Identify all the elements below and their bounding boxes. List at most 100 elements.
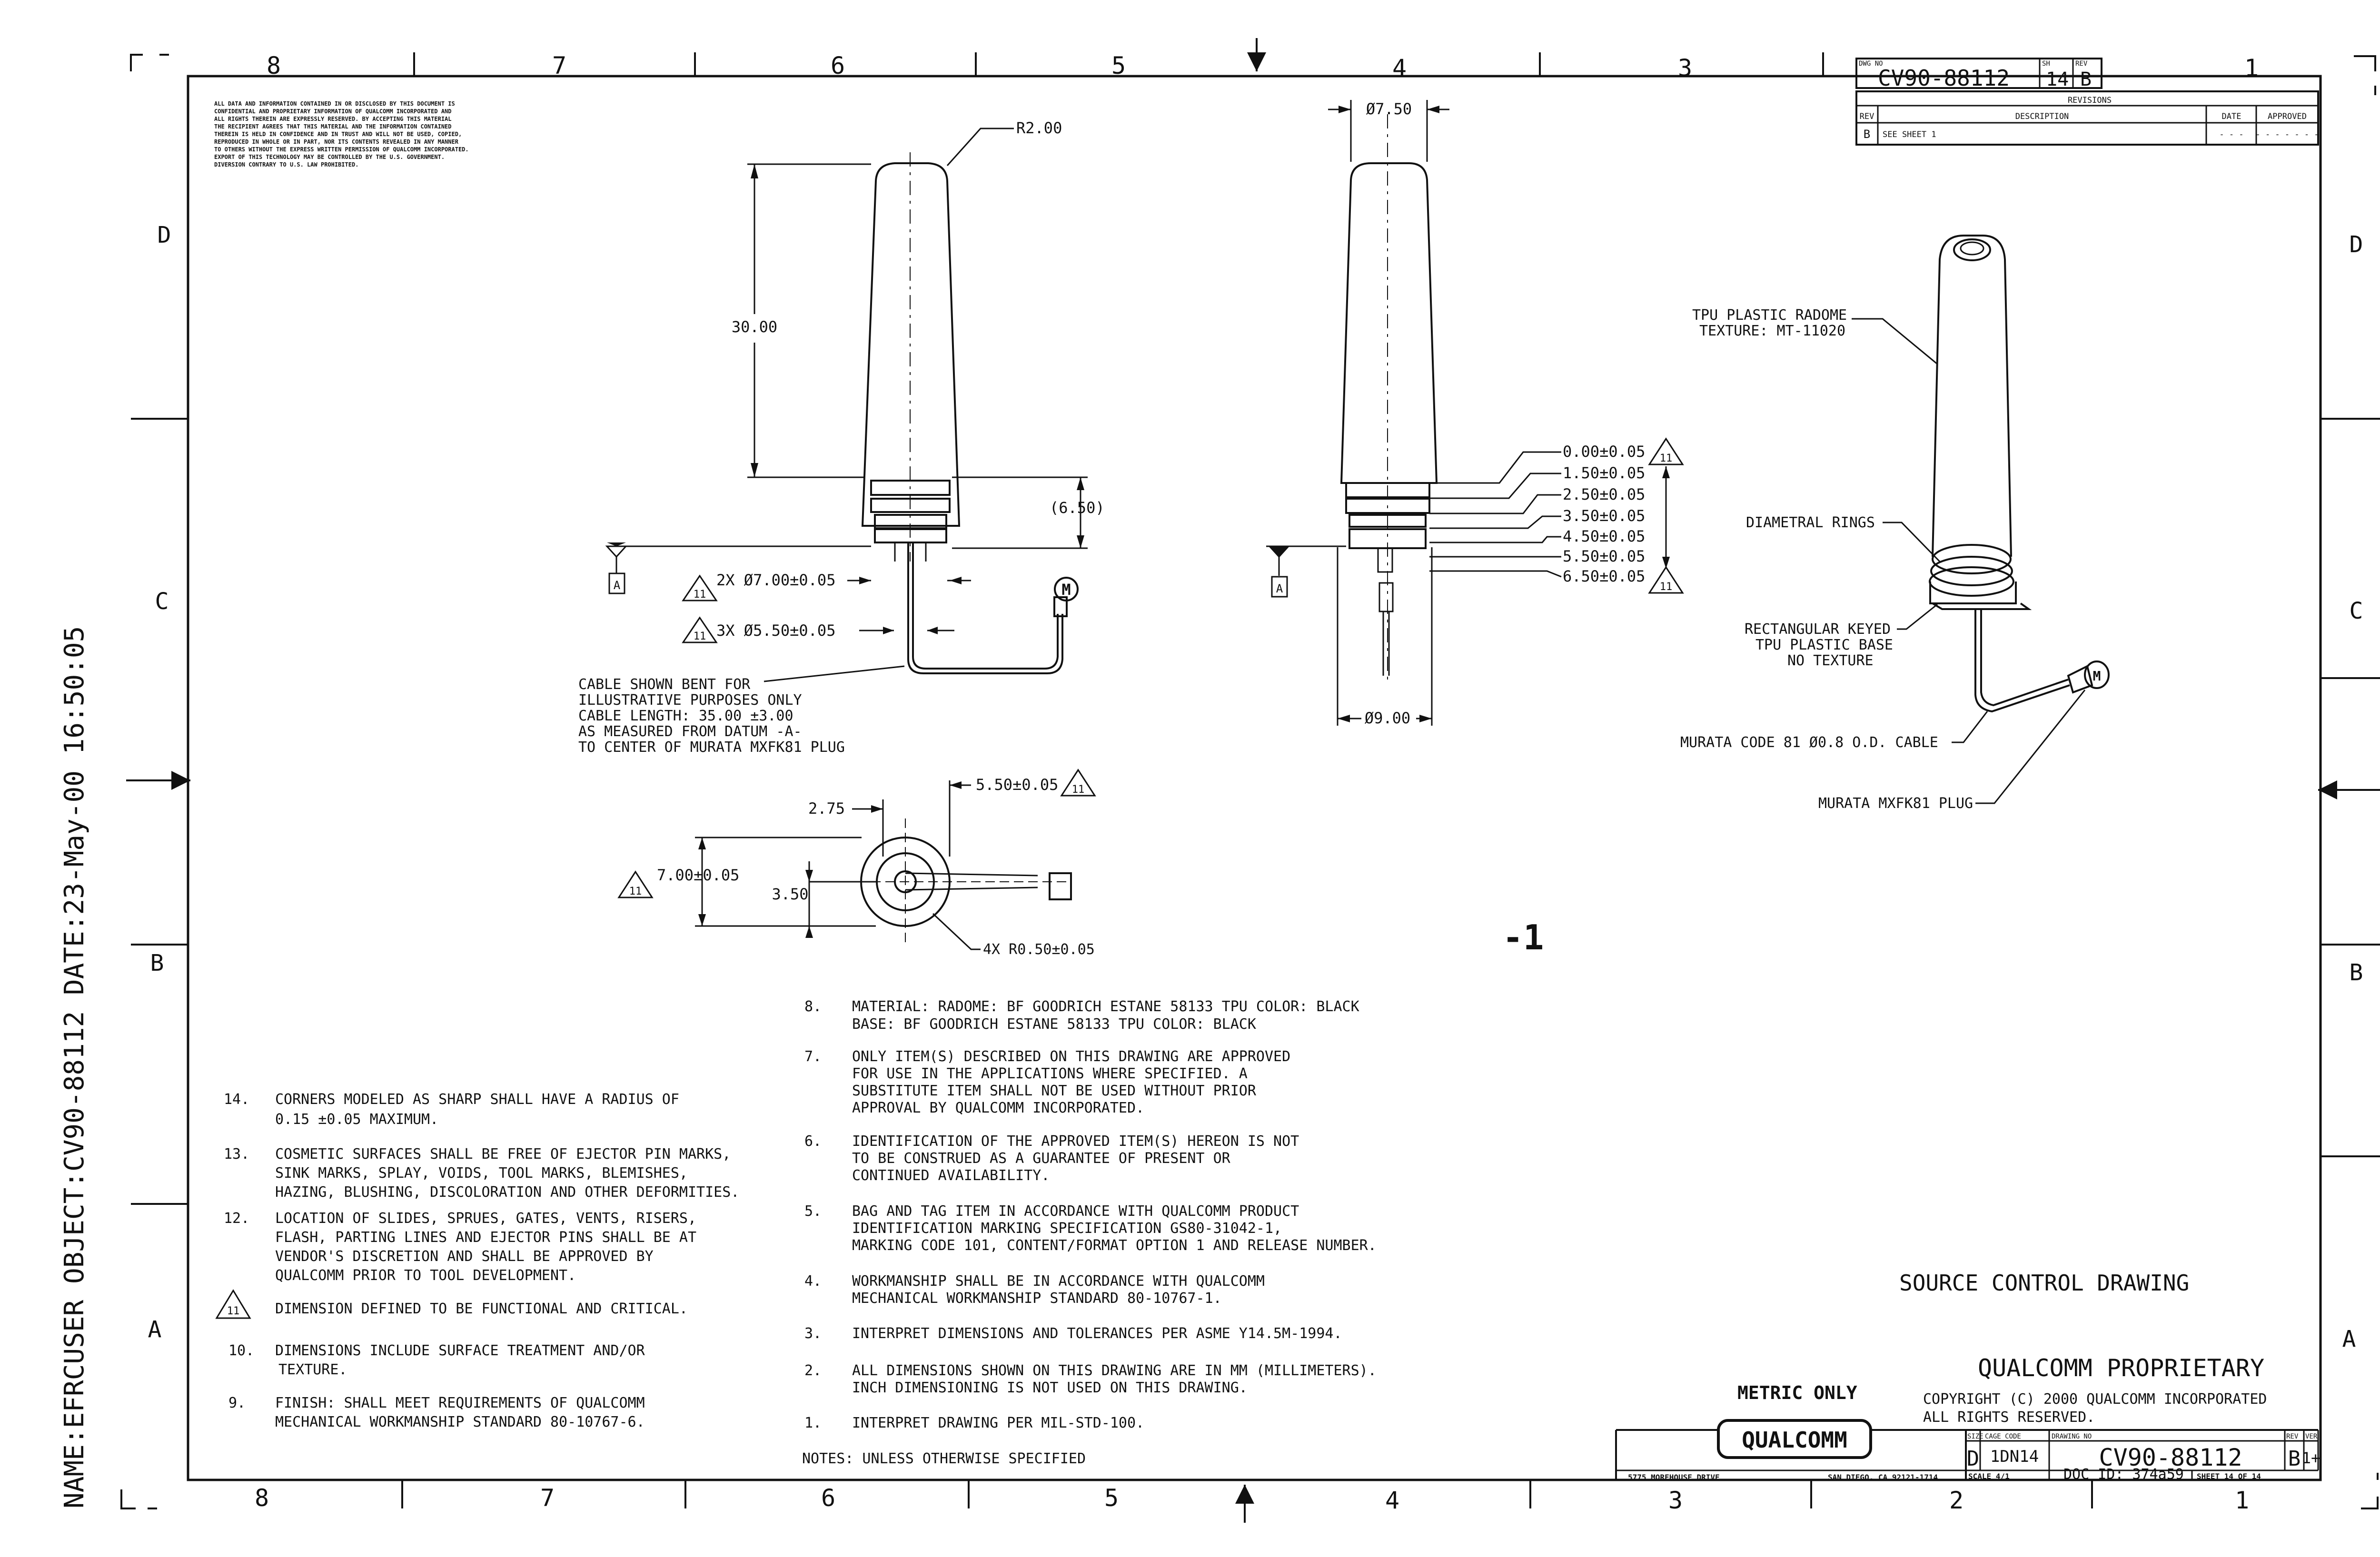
note-line: APPROVAL BY QUALCOMM INCORPORATED. (852, 1100, 1144, 1116)
dim-350: 3.50 (772, 885, 808, 903)
sh-label: SH (2042, 60, 2050, 68)
dwg-no-label: DWG NO (1859, 60, 1883, 68)
base-label: TPU PLASTIC BASE (1755, 637, 1893, 653)
critical-flag: 11 (1660, 453, 1673, 464)
dim-700: 7.00±0.05 (657, 866, 739, 884)
note-number: 6. (804, 1133, 822, 1150)
note-line: INTERPRET DRAWING PER MIL-STD-100. (852, 1415, 1144, 1431)
note-number: 14. (224, 1091, 249, 1108)
station-dim: 6.50±0.05 (1563, 567, 1645, 585)
note-line: FINISH: SHALL MEET REQUIREMENTS OF QUALC… (275, 1395, 645, 1411)
note-line: TO BE CONSTRUED AS A GUARANTEE OF PRESEN… (852, 1150, 1231, 1167)
zone-label: 2 (1949, 1487, 1964, 1514)
sheet-frame (120, 38, 2380, 1523)
zone-label: 5 (1104, 1484, 1119, 1512)
note-line: FOR USE IN THE APPLICATIONS WHERE SPECIF… (852, 1065, 1248, 1082)
note-number: 3. (804, 1325, 822, 1342)
address-line: SAN DIEGO, CA 92121-1714 (1828, 1473, 1938, 1482)
proprietary-label: QUALCOMM PROPRIETARY (1978, 1354, 2264, 1382)
zone-label: 7 (540, 1484, 555, 1512)
ver-value: 1+ (2302, 1449, 2320, 1467)
scale: SCALE 4/1 (1968, 1472, 2010, 1481)
plug-label: MURATA MXFK81 PLUG (1818, 795, 1973, 812)
note-number: 8. (804, 998, 822, 1015)
datum-label: A (614, 579, 621, 592)
col-description: DESCRIPTION (2015, 112, 2069, 121)
doc-type: SOURCE CONTROL DRAWING (1899, 1270, 2189, 1296)
critical-flag: 11 (629, 886, 642, 897)
note-line: LOCATION OF SLIDES, SPRUES, GATES, VENTS… (275, 1210, 696, 1227)
note-number: 13. (224, 1146, 249, 1163)
note-line: CORNERS MODELED AS SHARP SHALL HAVE A RA… (275, 1091, 679, 1108)
plug-marker: M (1061, 581, 1071, 599)
rev-row-desc: SEE SHEET 1 (1883, 130, 1936, 139)
notice-line: THEREIN IS HELD IN CONFIDENCE AND IN TRU… (214, 131, 462, 138)
dim-height: 30.00 (732, 318, 777, 336)
note-line: IDENTIFICATION MARKING SPECIFICATION GS8… (852, 1220, 1282, 1237)
station-dim: 0.00±0.05 (1563, 443, 1645, 461)
zone-label: 5 (1111, 52, 1126, 79)
radome-texture: TEXTURE: MT-11020 (1699, 323, 1845, 339)
notice-line: CONFIDENTIAL AND PROPRIETARY INFORMATION… (214, 108, 452, 115)
row-label: A (2342, 1326, 2356, 1352)
notes-right: 8. MATERIAL: RADOME: BF GOODRICH ESTANE … (802, 998, 1377, 1467)
cable-label: MURATA CODE 81 Ø0.8 O.D. CABLE (1680, 734, 1938, 751)
critical-flag: 11 (227, 1305, 240, 1317)
note-line: CONTINUED AVAILABILITY. (852, 1167, 1050, 1184)
zone-label: 1 (2235, 1487, 2249, 1514)
proprietary-notice: ALL DATA AND INFORMATION CONTAINED IN OR… (214, 100, 469, 168)
note-line: VENDOR'S DISCRETION AND SHALL BE APPROVE… (275, 1248, 654, 1265)
metric-only: METRIC ONLY (1737, 1382, 1857, 1403)
station-dim: 3.50±0.05 (1563, 507, 1645, 525)
row-label: A (148, 1316, 162, 1343)
station-dim: 1.50±0.05 (1563, 464, 1645, 482)
size-label: SIZE (1967, 1433, 1983, 1440)
note-line: INCH DIMENSIONING IS NOT USED ON THIS DR… (852, 1380, 1248, 1396)
drawing-no-label: DRAWING NO (2052, 1433, 2092, 1440)
notes-heading: NOTES: UNLESS OTHERWISE SPECIFIED (802, 1450, 1086, 1467)
row-label: D (158, 222, 171, 248)
note-number: 12. (224, 1210, 249, 1227)
note-line: QUALCOMM PRIOR TO TOOL DEVELOPMENT. (275, 1267, 576, 1284)
notice-line: TO OTHERS WITHOUT THE EXPRESS WRITTEN PE… (214, 146, 469, 153)
dim-corner-radius: 4X R0.50±0.05 (983, 941, 1095, 958)
front-view: M R2.00 30.00 (6.50) A 11 2X Ø7.00±0.05 (578, 119, 1105, 756)
notice-line: DIVERSION CONTRARY TO U.S. LAW PROHIBITE… (214, 161, 358, 168)
zone-label: 8 (255, 1484, 269, 1512)
iso-plug-marker: M (2093, 668, 2101, 684)
bottom-view: 2.75 5.50±0.05 11 7.00±0.05 11 3.50 4X R… (617, 769, 1096, 958)
copyright-line: ALL RIGHTS RESERVED. (1923, 1409, 2095, 1426)
zone-label: 4 (1385, 1487, 1399, 1514)
dim-ring-dia: 2X Ø7.00±0.05 (716, 571, 835, 589)
dwg-no: CV90-88112 (1878, 65, 2010, 91)
notes-left: 14. CORNERS MODELED AS SHARP SHALL HAVE … (215, 1091, 739, 1430)
note-line: IDENTIFICATION OF THE APPROVED ITEM(S) H… (852, 1133, 1299, 1150)
radome-label: TPU PLASTIC RADOME (1692, 307, 1847, 324)
station-dim: 4.50±0.05 (1563, 527, 1645, 545)
dim-top-dia: Ø7.50 (1366, 100, 1412, 118)
col-date: DATE (2222, 112, 2241, 121)
dim-radius: R2.00 (1016, 119, 1062, 137)
notice-line: EXPORT OF THIS TECHNOLOGY MAY BE CONTROL… (214, 154, 445, 160)
note-line: MECHANICAL WORKMANSHIP STANDARD 80-10767… (275, 1414, 645, 1430)
top-zone-labels: 8 7 6 5 4 3 1 (267, 52, 2259, 82)
col-approved: APPROVED (2268, 112, 2307, 121)
col-rev: REV (1860, 112, 1874, 121)
dim-ring-dia-2: 3X Ø5.50±0.05 (716, 621, 835, 640)
critical-flag: 11 (694, 589, 706, 601)
title-block: SOURCE CONTROL DRAWING QUALCOMM PROPRIET… (1615, 1270, 2320, 1483)
note-number: 4. (804, 1273, 822, 1290)
row-label: D (2350, 231, 2363, 258)
notice-line: REPRODUCED IN WHOLE OR IN PART, NOR ITS … (214, 138, 459, 145)
note-number: 2. (804, 1362, 822, 1379)
dim-275: 2.75 (808, 799, 845, 818)
note-line: INTERPRET DIMENSIONS AND TOLERANCES PER … (852, 1325, 1342, 1342)
cage-value: 1DN14 (1990, 1447, 2039, 1466)
row-label: C (155, 588, 169, 615)
note-line: SINK MARKS, SPLAY, VOIDS, TOOL MARKS, BL… (275, 1165, 688, 1182)
ver-label: VER (2305, 1433, 2318, 1440)
zone-label: 3 (1668, 1487, 1683, 1514)
dash-number: -1 (1503, 917, 1544, 957)
revisions-title: REVISIONS (2068, 96, 2112, 105)
zone-label: 6 (821, 1484, 835, 1512)
